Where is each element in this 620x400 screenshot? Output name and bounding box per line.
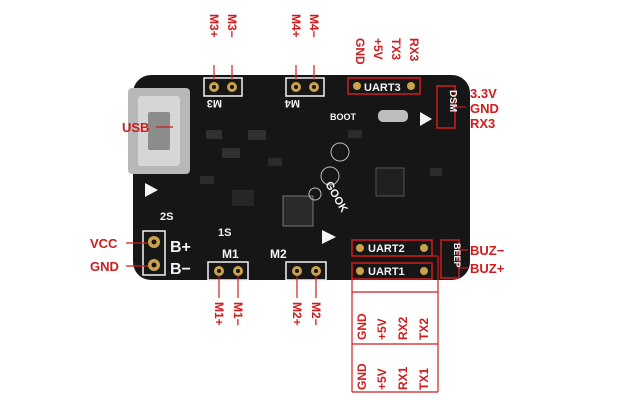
- m1-pads: [207, 261, 249, 281]
- label-uart2-rx2: RX2: [396, 316, 410, 340]
- label-uart3-5v: +5V: [371, 38, 385, 60]
- silk-uart1: UART1: [368, 266, 405, 278]
- m3-pads: [203, 77, 243, 97]
- uart3-pads: [347, 77, 421, 95]
- silk-bminus: B−: [170, 261, 191, 278]
- label-uart1-tx1: TX1: [417, 367, 431, 390]
- m2-pads: [285, 261, 327, 281]
- pcb-board: [133, 75, 470, 280]
- silk-m2: M2: [270, 247, 287, 261]
- label-uart1-rx1: RX1: [396, 366, 410, 390]
- silk-uart2: UART2: [368, 243, 405, 255]
- uart2-pads: [351, 239, 433, 257]
- label-uart3-gnd: GND: [353, 38, 367, 65]
- label-uart2-gnd: GND: [355, 313, 369, 340]
- leader-lines: [126, 65, 468, 393]
- label-gnd: GND: [90, 259, 119, 274]
- label-buz-minus: BUZ−: [470, 243, 505, 258]
- label-uart2-tx2: TX2: [417, 317, 431, 340]
- label-vcc: VCC: [90, 236, 118, 251]
- label-dsm-gnd: GND: [470, 101, 499, 116]
- crystal: [378, 110, 408, 122]
- battery-pads: [142, 230, 166, 276]
- silk-bplus: B+: [170, 239, 191, 256]
- silk-uart3: UART3: [364, 82, 401, 94]
- label-m4-minus: M4−: [307, 14, 321, 38]
- beep-box: [440, 239, 460, 279]
- label-m4-plus: M4+: [289, 14, 303, 38]
- chip-gyro: [375, 167, 405, 197]
- label-m2-minus: M2−: [309, 302, 323, 326]
- label-buz-plus: BUZ+: [470, 261, 505, 276]
- uart1-pads: [351, 262, 433, 280]
- silk-beep: BEEP: [452, 243, 462, 268]
- silk-dsm: DSM: [447, 90, 458, 112]
- label-m1-plus: M1+: [212, 302, 226, 326]
- label-dsm-3v3: 3.3V: [470, 86, 497, 101]
- chip-regulator: [232, 190, 254, 206]
- label-m2-plus: M2+: [290, 302, 304, 326]
- label-m3-plus: M3+: [207, 14, 221, 38]
- label-m3-minus: M3−: [225, 14, 239, 38]
- label-uart3-tx3: TX3: [389, 38, 403, 61]
- label-m1-minus: M1−: [231, 302, 245, 326]
- m4-pads: [285, 77, 325, 97]
- label-dsm-rx3: RX3: [470, 116, 496, 131]
- usb-connector: [128, 88, 190, 174]
- silk-1s: 1S: [218, 227, 231, 239]
- silk-boot: BOOT: [330, 112, 357, 122]
- silk-m1: M1: [222, 247, 239, 261]
- silk-2s: 2S: [160, 211, 173, 223]
- chip-mcu: [282, 195, 314, 227]
- label-uart2-5v: +5V: [375, 318, 389, 340]
- label-usb: USB: [122, 120, 150, 135]
- silk-m4: M4: [284, 97, 300, 109]
- label-uart1-gnd: GND: [355, 363, 369, 390]
- label-uart1-5v: +5V: [375, 368, 389, 390]
- silk-m3: M3: [207, 97, 222, 109]
- label-uart3-rx3: RX3: [407, 38, 421, 62]
